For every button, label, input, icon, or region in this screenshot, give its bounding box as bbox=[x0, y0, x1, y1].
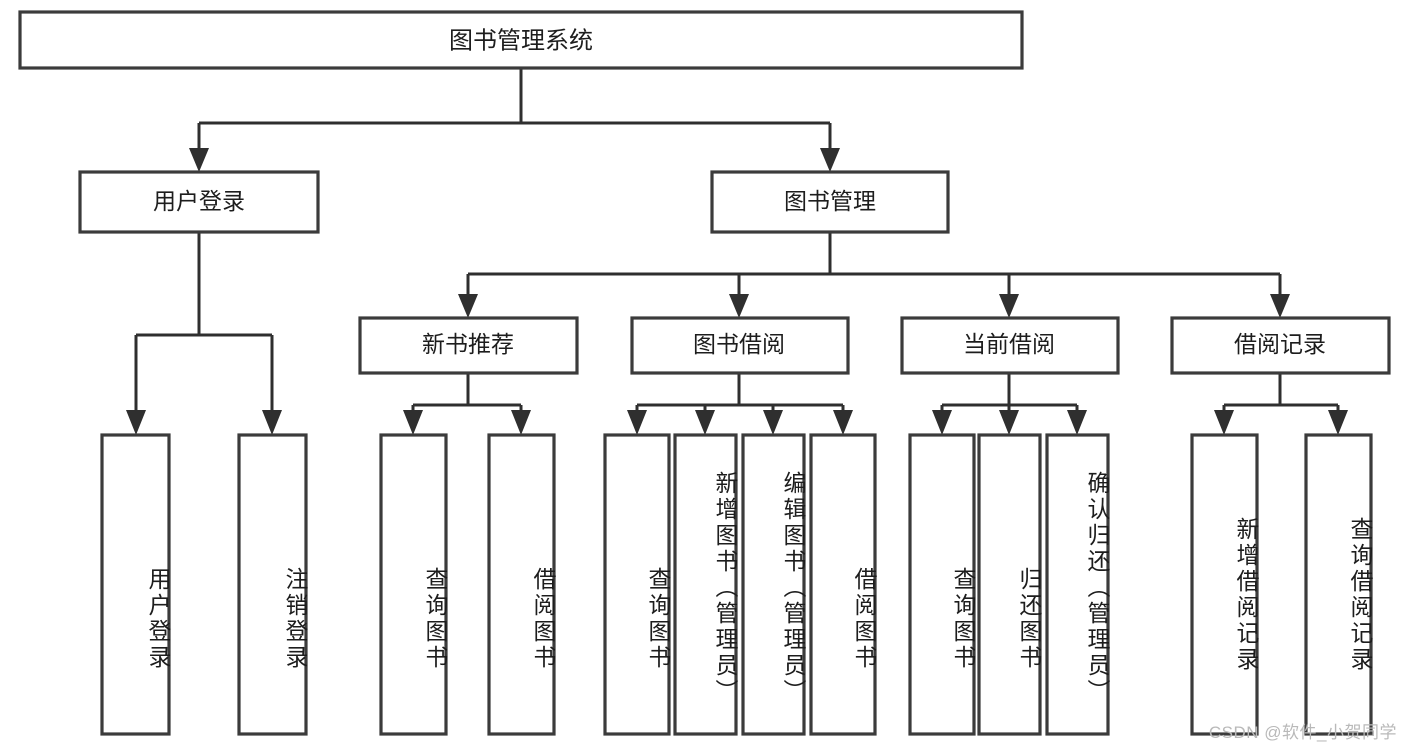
book-manage-label: 图书管理 bbox=[784, 188, 876, 214]
leaf-query-record-box[interactable] bbox=[1304, 433, 1373, 736]
root-box[interactable] bbox=[18, 10, 1024, 70]
arrow-leaf-edit-book bbox=[763, 410, 783, 435]
leaf-query-book-1-box[interactable] bbox=[379, 433, 448, 736]
arrow-leaf-borrow-book-1 bbox=[511, 410, 531, 435]
arrow-leaf-return-book bbox=[999, 410, 1019, 435]
connectors bbox=[126, 68, 1348, 435]
current-borrow-label: 当前借阅 bbox=[963, 331, 1055, 357]
book-manage-box[interactable] bbox=[710, 170, 950, 234]
arrow-leaf-query-record bbox=[1328, 410, 1348, 435]
arrow-leaf-logout bbox=[262, 410, 282, 435]
arrow-borrow-record bbox=[1270, 294, 1290, 318]
arrow-current-borrow bbox=[999, 294, 1019, 318]
arrow-leaf-add-book bbox=[695, 410, 715, 435]
leaf-logout-box[interactable] bbox=[237, 433, 308, 736]
leaf-boxes bbox=[100, 433, 1373, 736]
arrow-user-login bbox=[189, 148, 209, 172]
leaf-add-record-box[interactable] bbox=[1190, 433, 1259, 736]
borrow-record-box[interactable] bbox=[1170, 316, 1391, 375]
root-label: 图书管理系统 bbox=[449, 27, 593, 54]
node-book-borrow[interactable]: 图书借阅 bbox=[630, 316, 850, 375]
node-borrow-record[interactable]: 借阅记录 bbox=[1170, 316, 1391, 375]
node-current-borrow[interactable]: 当前借阅 bbox=[900, 316, 1120, 375]
book-borrow-box[interactable] bbox=[630, 316, 850, 375]
arrow-leaf-query-book-1 bbox=[403, 410, 423, 435]
csdn-watermark: CSDN @软件_小贺同学 bbox=[1208, 723, 1397, 742]
node-root[interactable]: 图书管理系统 bbox=[18, 10, 1024, 70]
new-book-recommend-box[interactable] bbox=[358, 316, 579, 375]
arrow-leaf-borrow-book-2 bbox=[833, 410, 853, 435]
arrow-new-book-recommend bbox=[458, 294, 478, 318]
arrow-leaf-user-login bbox=[126, 410, 146, 435]
node-new-book-recommend[interactable]: 新书推荐 bbox=[358, 316, 579, 375]
leaf-confirm-return-box[interactable] bbox=[1045, 433, 1110, 736]
arrow-book-manage bbox=[820, 148, 840, 172]
arrow-leaf-confirm-return bbox=[1067, 410, 1087, 435]
leaf-return-book-box[interactable] bbox=[977, 433, 1042, 736]
leaf-borrow-book-2-box[interactable] bbox=[809, 433, 877, 736]
arrow-leaf-add-record bbox=[1214, 410, 1234, 435]
node-user-login[interactable]: 用户登录 bbox=[78, 170, 320, 234]
leaf-borrow-book-1-box[interactable] bbox=[487, 433, 556, 736]
leaf-user-login-box[interactable] bbox=[100, 433, 171, 736]
new-book-recommend-label: 新书推荐 bbox=[422, 331, 514, 357]
arrow-book-borrow bbox=[729, 294, 749, 318]
leaf-query-book-2-box[interactable] bbox=[603, 433, 671, 736]
leaf-edit-book-box[interactable] bbox=[741, 433, 806, 736]
book-borrow-label: 图书借阅 bbox=[693, 331, 785, 357]
user-login-label: 用户登录 bbox=[153, 188, 245, 214]
leaf-add-book-box[interactable] bbox=[673, 433, 738, 736]
node-book-manage[interactable]: 图书管理 bbox=[710, 170, 950, 234]
arrow-leaf-query-book-2 bbox=[627, 410, 647, 435]
leaf-query-book-3-box[interactable] bbox=[908, 433, 976, 736]
user-login-box[interactable] bbox=[78, 170, 320, 234]
current-borrow-box[interactable] bbox=[900, 316, 1120, 375]
borrow-record-label: 借阅记录 bbox=[1234, 331, 1326, 357]
arrow-leaf-query-book-3 bbox=[932, 410, 952, 435]
